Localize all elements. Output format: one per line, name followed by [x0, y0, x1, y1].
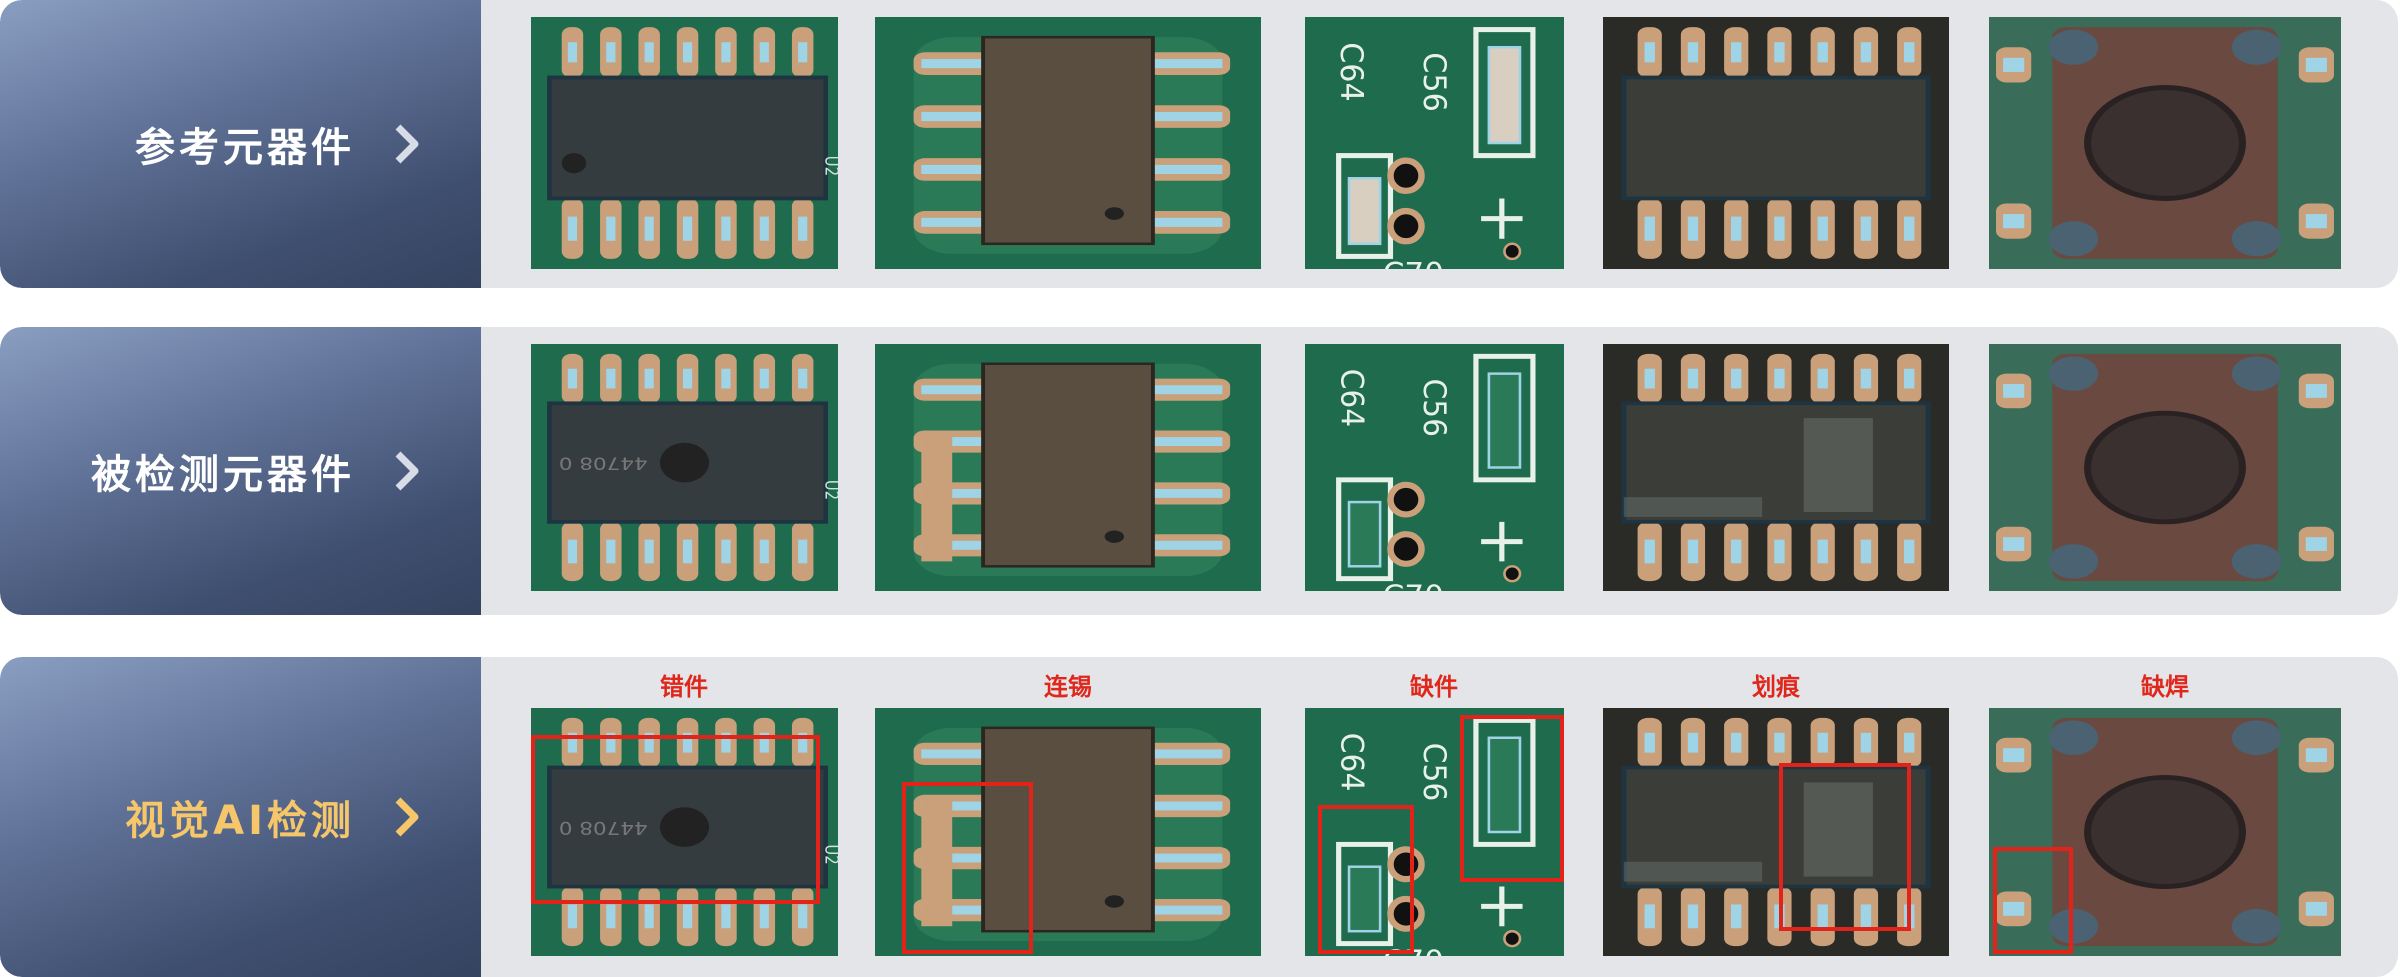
svg-text:44708 0: 44708 0	[559, 453, 648, 473]
inspected-image-sop8	[875, 344, 1261, 591]
svg-text:U2: U2	[821, 156, 838, 177]
svg-text:U2: U2	[821, 480, 838, 500]
pcb-illustration: U2 44708 0	[531, 344, 838, 591]
detected-image-sop8	[875, 708, 1261, 956]
ai-detection-label-panel[interactable]: 视觉AI检测	[0, 657, 481, 977]
pcb-illustration: C64C56C70	[1305, 708, 1564, 956]
pcb-illustration: C64 C56C70	[1305, 17, 1564, 269]
detected-image-capacitor: C64C56C70	[1305, 708, 1564, 956]
svg-text:44708 0: 44708 0	[559, 818, 648, 838]
inspected-image-switch	[1989, 344, 2341, 591]
row-label: 参考元器件	[135, 125, 355, 171]
row-label: 视觉AI检测	[125, 798, 355, 844]
chevron-right-icon	[395, 124, 419, 164]
pcb-illustration	[1603, 344, 1949, 591]
detected-image-soic: U2 44708 0	[531, 708, 838, 956]
pcb-illustration	[875, 708, 1261, 956]
reference-row: 参考元器件 U2 C64 C56C70	[0, 0, 2398, 288]
pcb-illustration	[1989, 344, 2341, 591]
reference-image-capacitor: C64 C56C70	[1305, 17, 1564, 269]
defect-box	[1992, 846, 2074, 954]
defect-label-missing-solder: 缺焊	[2141, 673, 2189, 701]
inspected-image-capacitor: C64 C56C70	[1305, 344, 1564, 591]
svg-text:C56: C56	[1416, 52, 1451, 112]
pcb-illustration: U2	[531, 17, 838, 269]
pcb-illustration	[875, 344, 1261, 591]
row-label: 被检测元器件	[91, 452, 355, 498]
defect-label-missing-part: 缺件	[1410, 673, 1458, 701]
pcb-illustration	[875, 17, 1261, 269]
defect-label-wrong-part: 错件	[660, 673, 708, 701]
pcb-illustration: C64 C56C70	[1305, 344, 1564, 591]
svg-text:C70: C70	[1383, 257, 1444, 269]
chevron-right-icon	[395, 451, 419, 491]
inspected-row: 被检测元器件 U2 44708 0 C64 C56C70	[0, 327, 2398, 615]
defect-box	[1317, 804, 1414, 954]
pcb-illustration	[1989, 708, 2341, 956]
pcb-illustration	[1603, 708, 1949, 956]
svg-text:C64: C64	[1333, 42, 1368, 102]
defect-label-solder-bridge: 连锡	[1044, 673, 1092, 701]
reference-image-switch	[1989, 17, 2341, 269]
reference-image-ic	[1603, 17, 1949, 269]
reference-image-sop8	[875, 17, 1261, 269]
svg-text:C56: C56	[1416, 379, 1452, 437]
svg-text:C64: C64	[1333, 369, 1369, 427]
defect-box	[1460, 715, 1564, 882]
reference-image-soic: U2	[531, 17, 838, 269]
detected-image-switch	[1989, 708, 2341, 956]
inspected-image-soic: U2 44708 0	[531, 344, 838, 591]
detected-image-ic	[1603, 708, 1949, 956]
chevron-right-icon	[395, 797, 419, 837]
inspected-label-panel[interactable]: 被检测元器件	[0, 327, 481, 615]
defect-box	[531, 735, 820, 904]
svg-text:C70: C70	[1383, 579, 1444, 591]
svg-text:U2: U2	[821, 844, 838, 864]
inspected-image-ic	[1603, 344, 1949, 591]
pcb-illustration	[1989, 17, 2341, 269]
defect-box	[902, 782, 1034, 954]
defect-label-scratch: 划痕	[1752, 673, 1800, 701]
svg-text:C56: C56	[1416, 743, 1452, 802]
pcb-illustration	[1603, 17, 1949, 269]
defect-box	[1779, 762, 1911, 932]
reference-label-panel[interactable]: 参考元器件	[0, 0, 481, 288]
svg-text:C64: C64	[1333, 733, 1369, 792]
